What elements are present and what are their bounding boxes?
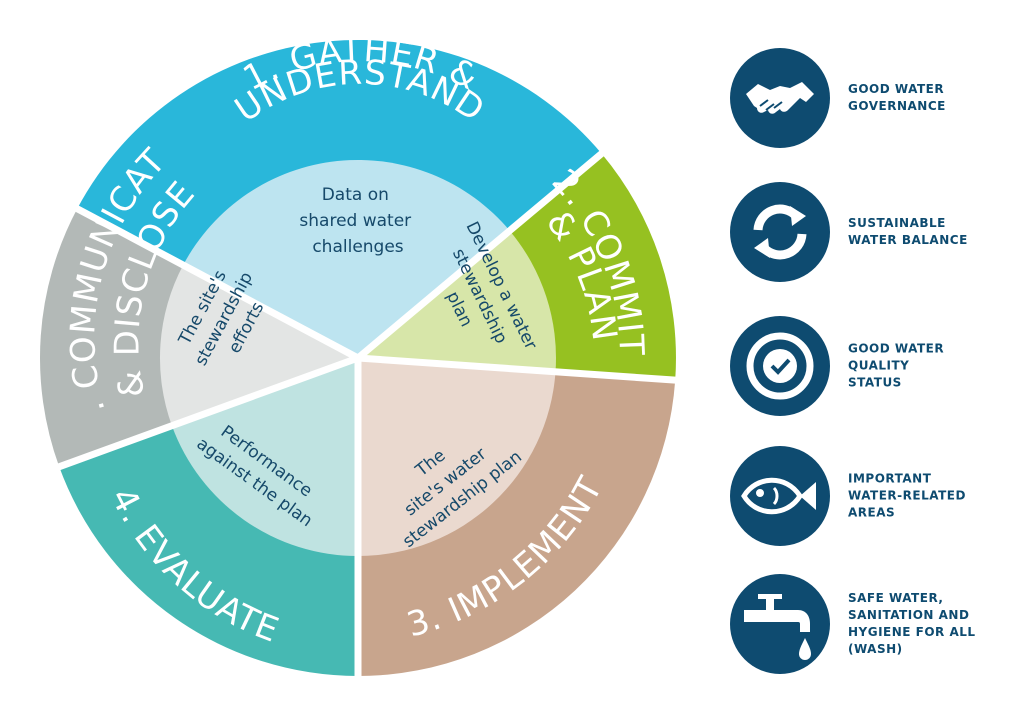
outcome-wash: SAFE WATER, SANITATION AND HYGIENE FOR A… — [730, 574, 1020, 674]
outcome-good-water-governance: GOOD WATER GOVERNANCE — [730, 48, 1020, 148]
segment-divider — [355, 149, 606, 361]
segment-inner-commit — [358, 230, 556, 372]
segment-inner-evaluate — [171, 358, 358, 556]
outcome-label: SAFE WATER, SANITATION AND HYGIENE FOR A… — [848, 591, 976, 656]
segment-inner-gather — [183, 159, 510, 358]
step-1-description: Data on shared water challenges — [299, 185, 416, 257]
outcome-sustainable-water-balance: SUSTAINABLE WATER BALANCE — [730, 182, 1020, 282]
outcome-good-water-quality: GOOD WATER QUALITY STATUS — [730, 316, 1020, 416]
quality-check-icon — [730, 316, 830, 416]
outcome-important-water-areas: IMPORTANT WATER-RELATED AREAS — [730, 446, 1020, 546]
segment-divider — [73, 204, 360, 362]
segment-divider — [56, 354, 360, 471]
tap-droplet-icon — [730, 574, 830, 674]
fish-icon — [730, 446, 830, 546]
segment-inner-communicate — [159, 265, 358, 426]
outcome-label: IMPORTANT WATER-RELATED AREAS — [848, 471, 966, 520]
outcome-label: SUSTAINABLE WATER BALANCE — [848, 216, 968, 247]
segment-inner-implement — [358, 358, 556, 556]
stewardship-wheel: 1. GATHER & UNDERSTAND 2. COMMIT & PLAN … — [39, 39, 678, 676]
segment-divider — [357, 354, 678, 384]
outcome-label: GOOD WATER GOVERNANCE — [848, 82, 946, 113]
refresh-cycle-icon — [730, 182, 830, 282]
handshake-icon — [730, 48, 830, 148]
outcome-label: GOOD WATER QUALITY STATUS — [848, 341, 945, 390]
